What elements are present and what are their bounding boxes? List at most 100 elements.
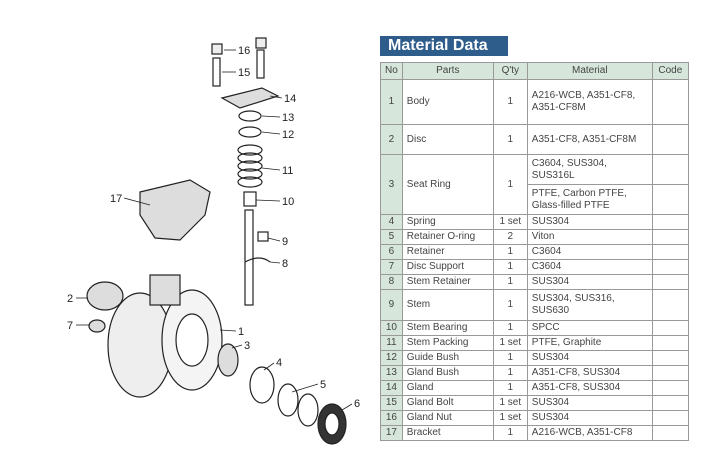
cell-no: 11 bbox=[380, 335, 403, 351]
leader-lines bbox=[76, 49, 353, 411]
cell-no: 4 bbox=[380, 214, 403, 230]
cell-part: Guide Bush bbox=[401, 350, 494, 366]
cell-no: 1 bbox=[380, 79, 403, 125]
cell-material: A351-CF8, SUS304 bbox=[526, 365, 653, 381]
callout-17: 17 bbox=[110, 193, 122, 205]
callout-16: 16 bbox=[238, 45, 250, 57]
cell-code bbox=[651, 425, 689, 441]
cell-no: 2 bbox=[380, 124, 403, 155]
stem-bearing bbox=[243, 191, 257, 207]
cell-no: 7 bbox=[380, 259, 403, 275]
cell-qty: 1 bbox=[492, 320, 528, 336]
cell-code bbox=[651, 274, 689, 290]
cell-qty: 1 set bbox=[492, 214, 528, 230]
callout-13: 13 bbox=[282, 112, 294, 124]
cell-qty: 1 bbox=[492, 154, 528, 215]
o-ring-b bbox=[297, 393, 319, 427]
stem-retainer bbox=[244, 257, 271, 263]
cell-no: 3 bbox=[380, 154, 403, 215]
cell-material: A351-CF8, SUS304 bbox=[526, 380, 653, 396]
cell-part: Gland Bolt bbox=[401, 395, 494, 411]
header-code: Code bbox=[651, 62, 689, 80]
cell-qty: 1 bbox=[492, 244, 528, 260]
callout-1: 1 bbox=[238, 326, 244, 338]
callout-4: 4 bbox=[276, 357, 282, 369]
disc bbox=[86, 281, 124, 311]
cell-code bbox=[651, 350, 689, 366]
cell-no: 17 bbox=[380, 425, 403, 441]
cell-part: Disc Support bbox=[401, 259, 494, 275]
cell-no: 6 bbox=[380, 244, 403, 260]
cell-material: SUS304 bbox=[526, 410, 653, 426]
cell-code bbox=[651, 365, 689, 381]
cell-no: 15 bbox=[380, 395, 403, 411]
cell-material: SUS304 bbox=[526, 214, 653, 230]
cell-part: Stem Packing bbox=[401, 335, 494, 351]
callout-3: 3 bbox=[244, 340, 250, 352]
cell-code bbox=[651, 244, 689, 260]
cell-qty: 1 bbox=[492, 274, 528, 290]
gland bbox=[220, 87, 280, 109]
cell-material: SUS304, SUS316, SUS630 bbox=[526, 289, 653, 321]
cell-no: 10 bbox=[380, 320, 403, 336]
cell-no: 12 bbox=[380, 350, 403, 366]
header-no: No bbox=[380, 62, 403, 80]
callout-8: 8 bbox=[282, 258, 288, 270]
cell-no: 5 bbox=[380, 229, 403, 245]
cell-material: SUS304 bbox=[526, 350, 653, 366]
guide-bush bbox=[238, 126, 262, 138]
cell-part: Bracket bbox=[401, 425, 494, 441]
cell-material: SPCC bbox=[526, 320, 653, 336]
cell-material: C3604 bbox=[526, 244, 653, 260]
cell-part: Stem Retainer bbox=[401, 274, 494, 290]
cell-code bbox=[651, 259, 689, 275]
table-row: PTFE, Carbon PTFE, Glass-filled PTFE bbox=[381, 184, 689, 215]
header-parts: Parts bbox=[401, 62, 494, 80]
cell-material: SUS304 bbox=[526, 395, 653, 411]
callout-14: 14 bbox=[284, 93, 296, 105]
cell-code bbox=[651, 335, 689, 351]
cell-part: Stem Bearing bbox=[401, 320, 494, 336]
callout-7: 7 bbox=[67, 320, 73, 332]
cell-code bbox=[651, 79, 689, 125]
cell-no: 14 bbox=[380, 380, 403, 396]
cell-no: 13 bbox=[380, 365, 403, 381]
cell-material: PTFE, Graphite bbox=[526, 335, 653, 351]
cell-qty: 1 bbox=[492, 380, 528, 396]
cell-code bbox=[651, 124, 689, 155]
cell-qty: 1 bbox=[492, 350, 528, 366]
body bbox=[107, 274, 223, 398]
cell-part: Seat Ring bbox=[401, 154, 494, 215]
cell-code bbox=[651, 154, 689, 185]
cell-material: A351-CF8, A351-CF8M bbox=[526, 124, 653, 155]
gland-nuts bbox=[211, 37, 267, 87]
cell-code bbox=[651, 320, 689, 336]
cell-code bbox=[651, 184, 689, 215]
cell-qty: 1 set bbox=[492, 410, 528, 426]
cell-part: Gland Nut bbox=[401, 410, 494, 426]
gland-bush bbox=[238, 110, 262, 122]
callout-11: 11 bbox=[282, 165, 293, 177]
callout-5: 5 bbox=[320, 379, 326, 391]
cell-material: C3604, SUS304, SUS316L bbox=[526, 154, 653, 185]
cell-part: Retainer bbox=[401, 244, 494, 260]
cell-qty: 1 bbox=[492, 259, 528, 275]
cell-qty: 1 bbox=[492, 289, 528, 321]
cell-no: 9 bbox=[380, 289, 403, 321]
cell-part: Body bbox=[401, 79, 494, 125]
cell-qty: 1 set bbox=[492, 395, 528, 411]
cell-no: 16 bbox=[380, 410, 403, 426]
callout-9: 9 bbox=[282, 236, 288, 248]
cell-material: Viton bbox=[526, 229, 653, 245]
cell-qty: 1 bbox=[492, 124, 528, 155]
